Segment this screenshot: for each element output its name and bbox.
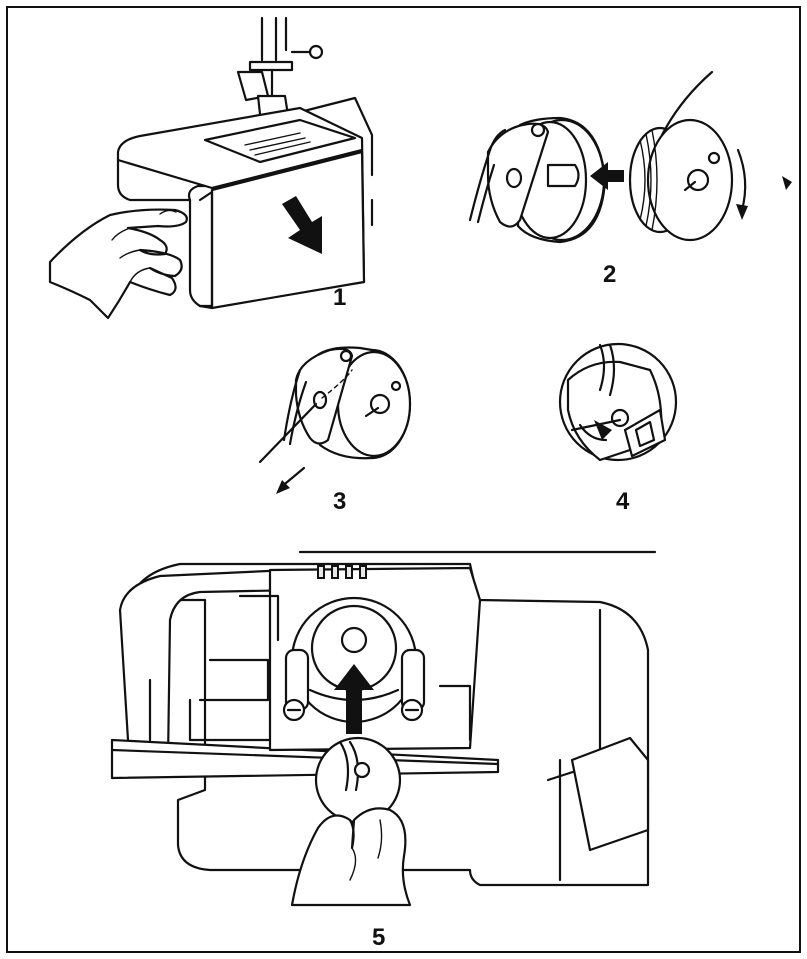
step-4-number: 4 xyxy=(616,488,630,515)
step-2-illustration xyxy=(468,70,792,244)
arrow-up-icon xyxy=(334,664,374,734)
step-1-illustration xyxy=(48,16,374,320)
arrow-left-icon xyxy=(590,162,624,190)
step-5-illustration xyxy=(110,550,657,907)
arrow-down-icon xyxy=(282,196,322,254)
hand-illustration xyxy=(48,208,188,320)
vent-slots xyxy=(317,565,367,579)
arrow-pull-icon xyxy=(276,480,290,494)
step-1-number: 1 xyxy=(333,284,347,311)
step-4-illustration xyxy=(558,342,678,462)
step-5-number: 5 xyxy=(372,924,386,951)
step-2-number: 2 xyxy=(603,261,617,288)
step-3-illustration xyxy=(258,346,412,494)
step-3-number: 3 xyxy=(333,488,347,515)
arrow-guide-icon xyxy=(594,420,612,440)
